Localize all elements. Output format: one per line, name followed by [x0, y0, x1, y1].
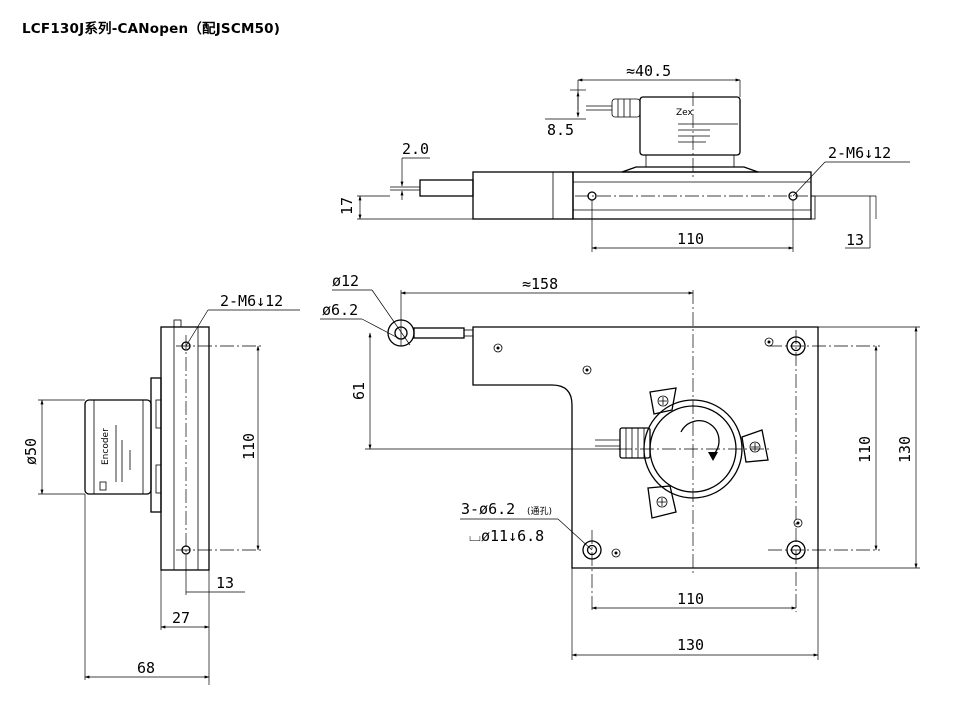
top-body-rail [572, 171, 812, 220]
rotation-arrow [680, 420, 720, 456]
top-label-lines [678, 123, 738, 143]
side-view: Encoder 110 2-M6↓12 ø50 13 27 68 [22, 292, 300, 685]
side-encoder-label: Encoder [101, 428, 111, 465]
dim-top-mount-spacing: 110 [677, 230, 704, 248]
front-holes-callout: 3-ø6.2 [461, 500, 515, 518]
front-screw-4 [793, 518, 803, 528]
top-logo: Zex [676, 108, 694, 118]
dim-side-total-depth: 68 [137, 659, 155, 677]
top-thread-callout: 2-M6↓12 [828, 144, 891, 162]
dim-front-extension: ≈158 [522, 275, 558, 293]
dim-front-hole-spacing-v: 110 [856, 436, 874, 463]
front-wire-probe [413, 327, 465, 339]
top-cable-gland [611, 98, 641, 118]
front-counterbore-callout: ⌴ø11↓6.8 [469, 527, 544, 545]
side-encoder-body [84, 399, 152, 495]
dim-body-height: 17 [338, 197, 356, 215]
top-connector-box [639, 96, 741, 156]
front-clamp-bottom [647, 485, 677, 519]
front-cable-gland [619, 427, 651, 459]
side-thread-callout: 2-M6↓12 [220, 292, 283, 310]
side-plate [160, 326, 210, 571]
top-view: Zex ≈40.5 8.5 [338, 62, 910, 252]
side-encoder-label-lines [99, 425, 131, 491]
dim-front-width: 130 [677, 636, 704, 654]
front-clamp-right [741, 429, 769, 463]
dim-side-plate-depth: 27 [172, 609, 190, 627]
dim-front-hole-spacing-h: 110 [677, 590, 704, 608]
front-screw-5 [611, 548, 621, 558]
top-connector-foot [621, 166, 759, 173]
dim-top-connector-length: ≈40.5 [626, 62, 671, 80]
dim-side-hole-spacing: 110 [240, 433, 258, 460]
dim-eyelet-height: 61 [350, 382, 368, 400]
dim-encoder-diameter: ø50 [22, 438, 40, 465]
front-plate-outline [472, 326, 819, 569]
top-connector-base [645, 154, 735, 168]
front-view: ≈158 61 ø12 ø6.2 110 130 110 130 3-ø6.2 … [320, 272, 920, 660]
front-holes-note: (通孔) [527, 506, 552, 517]
top-body-block [472, 171, 574, 220]
top-wire-probe [419, 179, 474, 197]
front-screw-1 [493, 343, 503, 353]
dim-top-mount-edge: 13 [846, 231, 864, 249]
page-title: LCF130J系列-CANopen（配JSCM50) [22, 21, 281, 37]
dim-side-flange: 13 [216, 574, 234, 592]
front-screw-2 [582, 365, 592, 375]
dim-eyelet-outer: ø12 [332, 272, 359, 290]
dim-front-height: 130 [896, 436, 914, 463]
dim-top-connector-offset: 8.5 [547, 121, 574, 139]
dim-wire-diameter: 2.0 [402, 140, 429, 158]
front-clamp-top [649, 387, 677, 415]
dim-eyelet-inner: ø6.2 [322, 301, 358, 319]
